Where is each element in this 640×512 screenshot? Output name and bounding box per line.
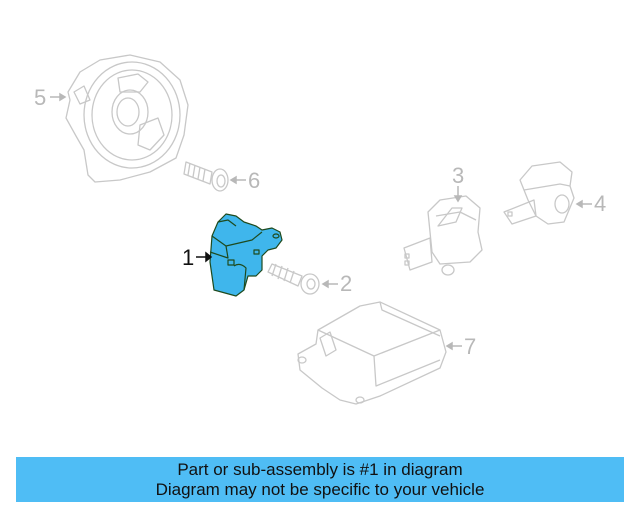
side-impact-sensor-part <box>403 195 483 276</box>
callout-2[interactable]: 2 <box>340 271 353 296</box>
impact-sensor-part-highlighted[interactable] <box>209 213 283 297</box>
callout-7[interactable]: 7 <box>464 334 477 359</box>
callout-1[interactable]: 1 <box>182 245 195 270</box>
callout-5[interactable]: 5 <box>34 85 47 110</box>
bolt-part <box>183 161 229 192</box>
front-impact-sensor-part <box>503 161 575 225</box>
screw-part <box>267 263 320 295</box>
parts-diagram <box>50 54 592 405</box>
callout-3[interactable]: 3 <box>452 163 465 188</box>
banner-line-1: Part or sub-assembly is #1 in diagram <box>177 459 463 479</box>
callout-6[interactable]: 6 <box>248 168 261 193</box>
banner-line-2: Diagram may not be specific to your vehi… <box>155 479 485 499</box>
info-banner: Part or sub-assembly is #1 in diagram Di… <box>16 457 624 502</box>
clockspring-part <box>65 54 189 183</box>
callout-4[interactable]: 4 <box>594 191 607 216</box>
control-module-part <box>297 301 447 405</box>
